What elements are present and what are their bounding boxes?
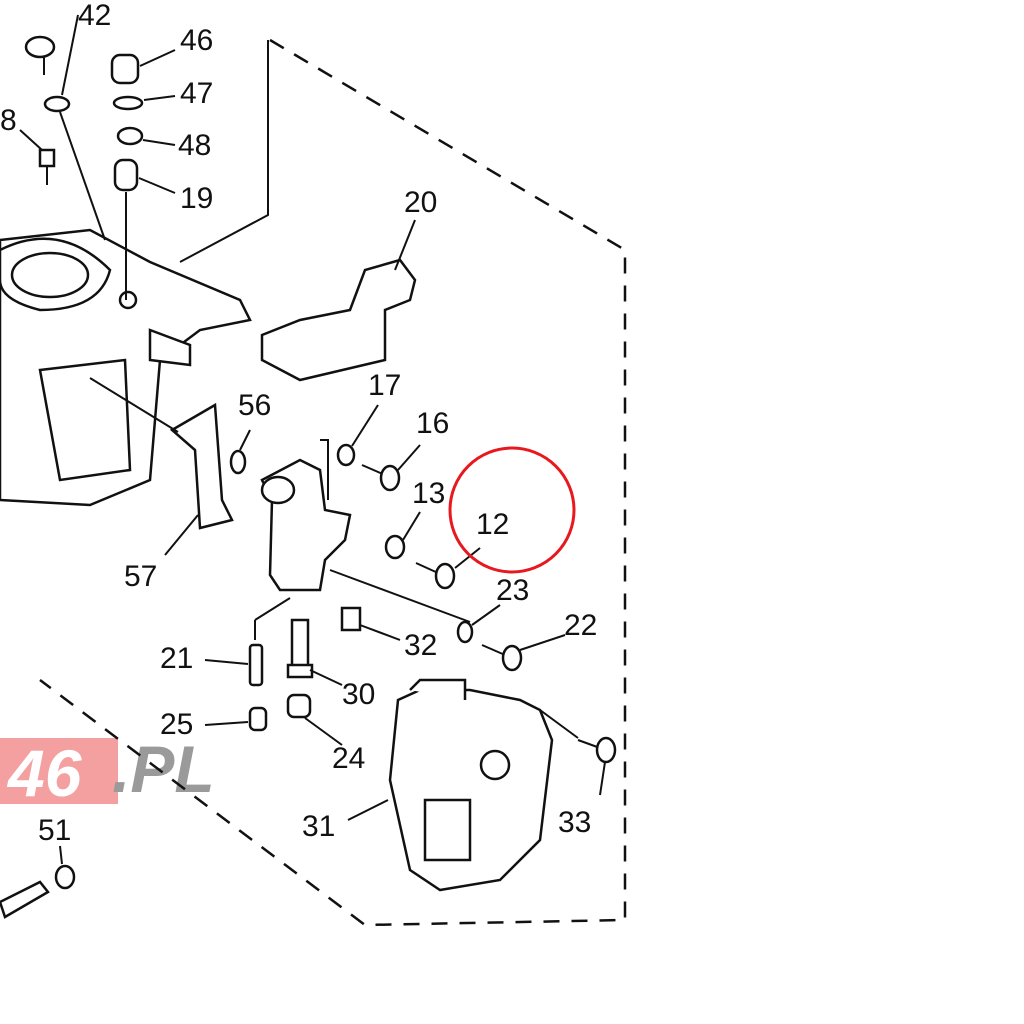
label-25: 25 [160,708,193,741]
label-30: 30 [342,678,375,711]
part-30-jet [286,618,343,686]
label-46: 46 [180,24,213,57]
label-24: 24 [332,742,365,775]
label-17: 17 [368,369,401,402]
part-22-screw [481,634,566,672]
label-51: 51 [38,814,71,847]
part-8-screw [19,129,56,185]
part-13-washer [384,511,421,560]
part-32-screw [340,606,401,641]
part-57-plate [89,377,234,556]
part-48 [116,126,176,146]
label-33: 33 [558,806,591,839]
label-13: 13 [412,477,445,510]
label-56: 56 [238,389,271,422]
part-12-screw [415,547,481,590]
carburetor-body [0,228,252,507]
label-23: 23 [496,574,529,607]
part-17-washer [336,404,379,467]
part-25-plug [204,706,268,732]
part-46 [110,49,176,85]
part-21-jet [204,643,264,687]
part-20-bracket [260,219,417,382]
throttle-lever-assembly [229,429,471,640]
label-47: 47 [180,77,213,110]
label-8: 8 [0,104,17,137]
label-31: 31 [302,810,335,843]
label-22: 22 [564,609,597,642]
part-16-screw [361,444,421,492]
label-48: 48 [178,129,211,162]
part-24-plug [286,693,343,746]
part-23-washer [456,604,501,644]
label-21: 21 [160,642,193,675]
part-31-float-bowl [347,678,554,892]
watermark: 46 .PL [0,732,215,810]
label-16: 16 [416,407,449,440]
svg-text:.PL: .PL [112,732,215,806]
highlight-circle [448,446,576,574]
svg-text:46: 46 [6,736,83,810]
part-33-screw [539,709,617,796]
part-47-oring [112,95,176,111]
label-12: 12 [476,508,509,541]
label-32: 32 [404,629,437,662]
label-57: 57 [124,560,157,593]
part-51-clip [0,845,76,919]
part-42-screw [24,14,106,241]
label-19: 19 [180,182,213,215]
part-19-needle [113,158,176,300]
label-42: 42 [78,0,111,32]
label-20: 20 [404,186,437,219]
